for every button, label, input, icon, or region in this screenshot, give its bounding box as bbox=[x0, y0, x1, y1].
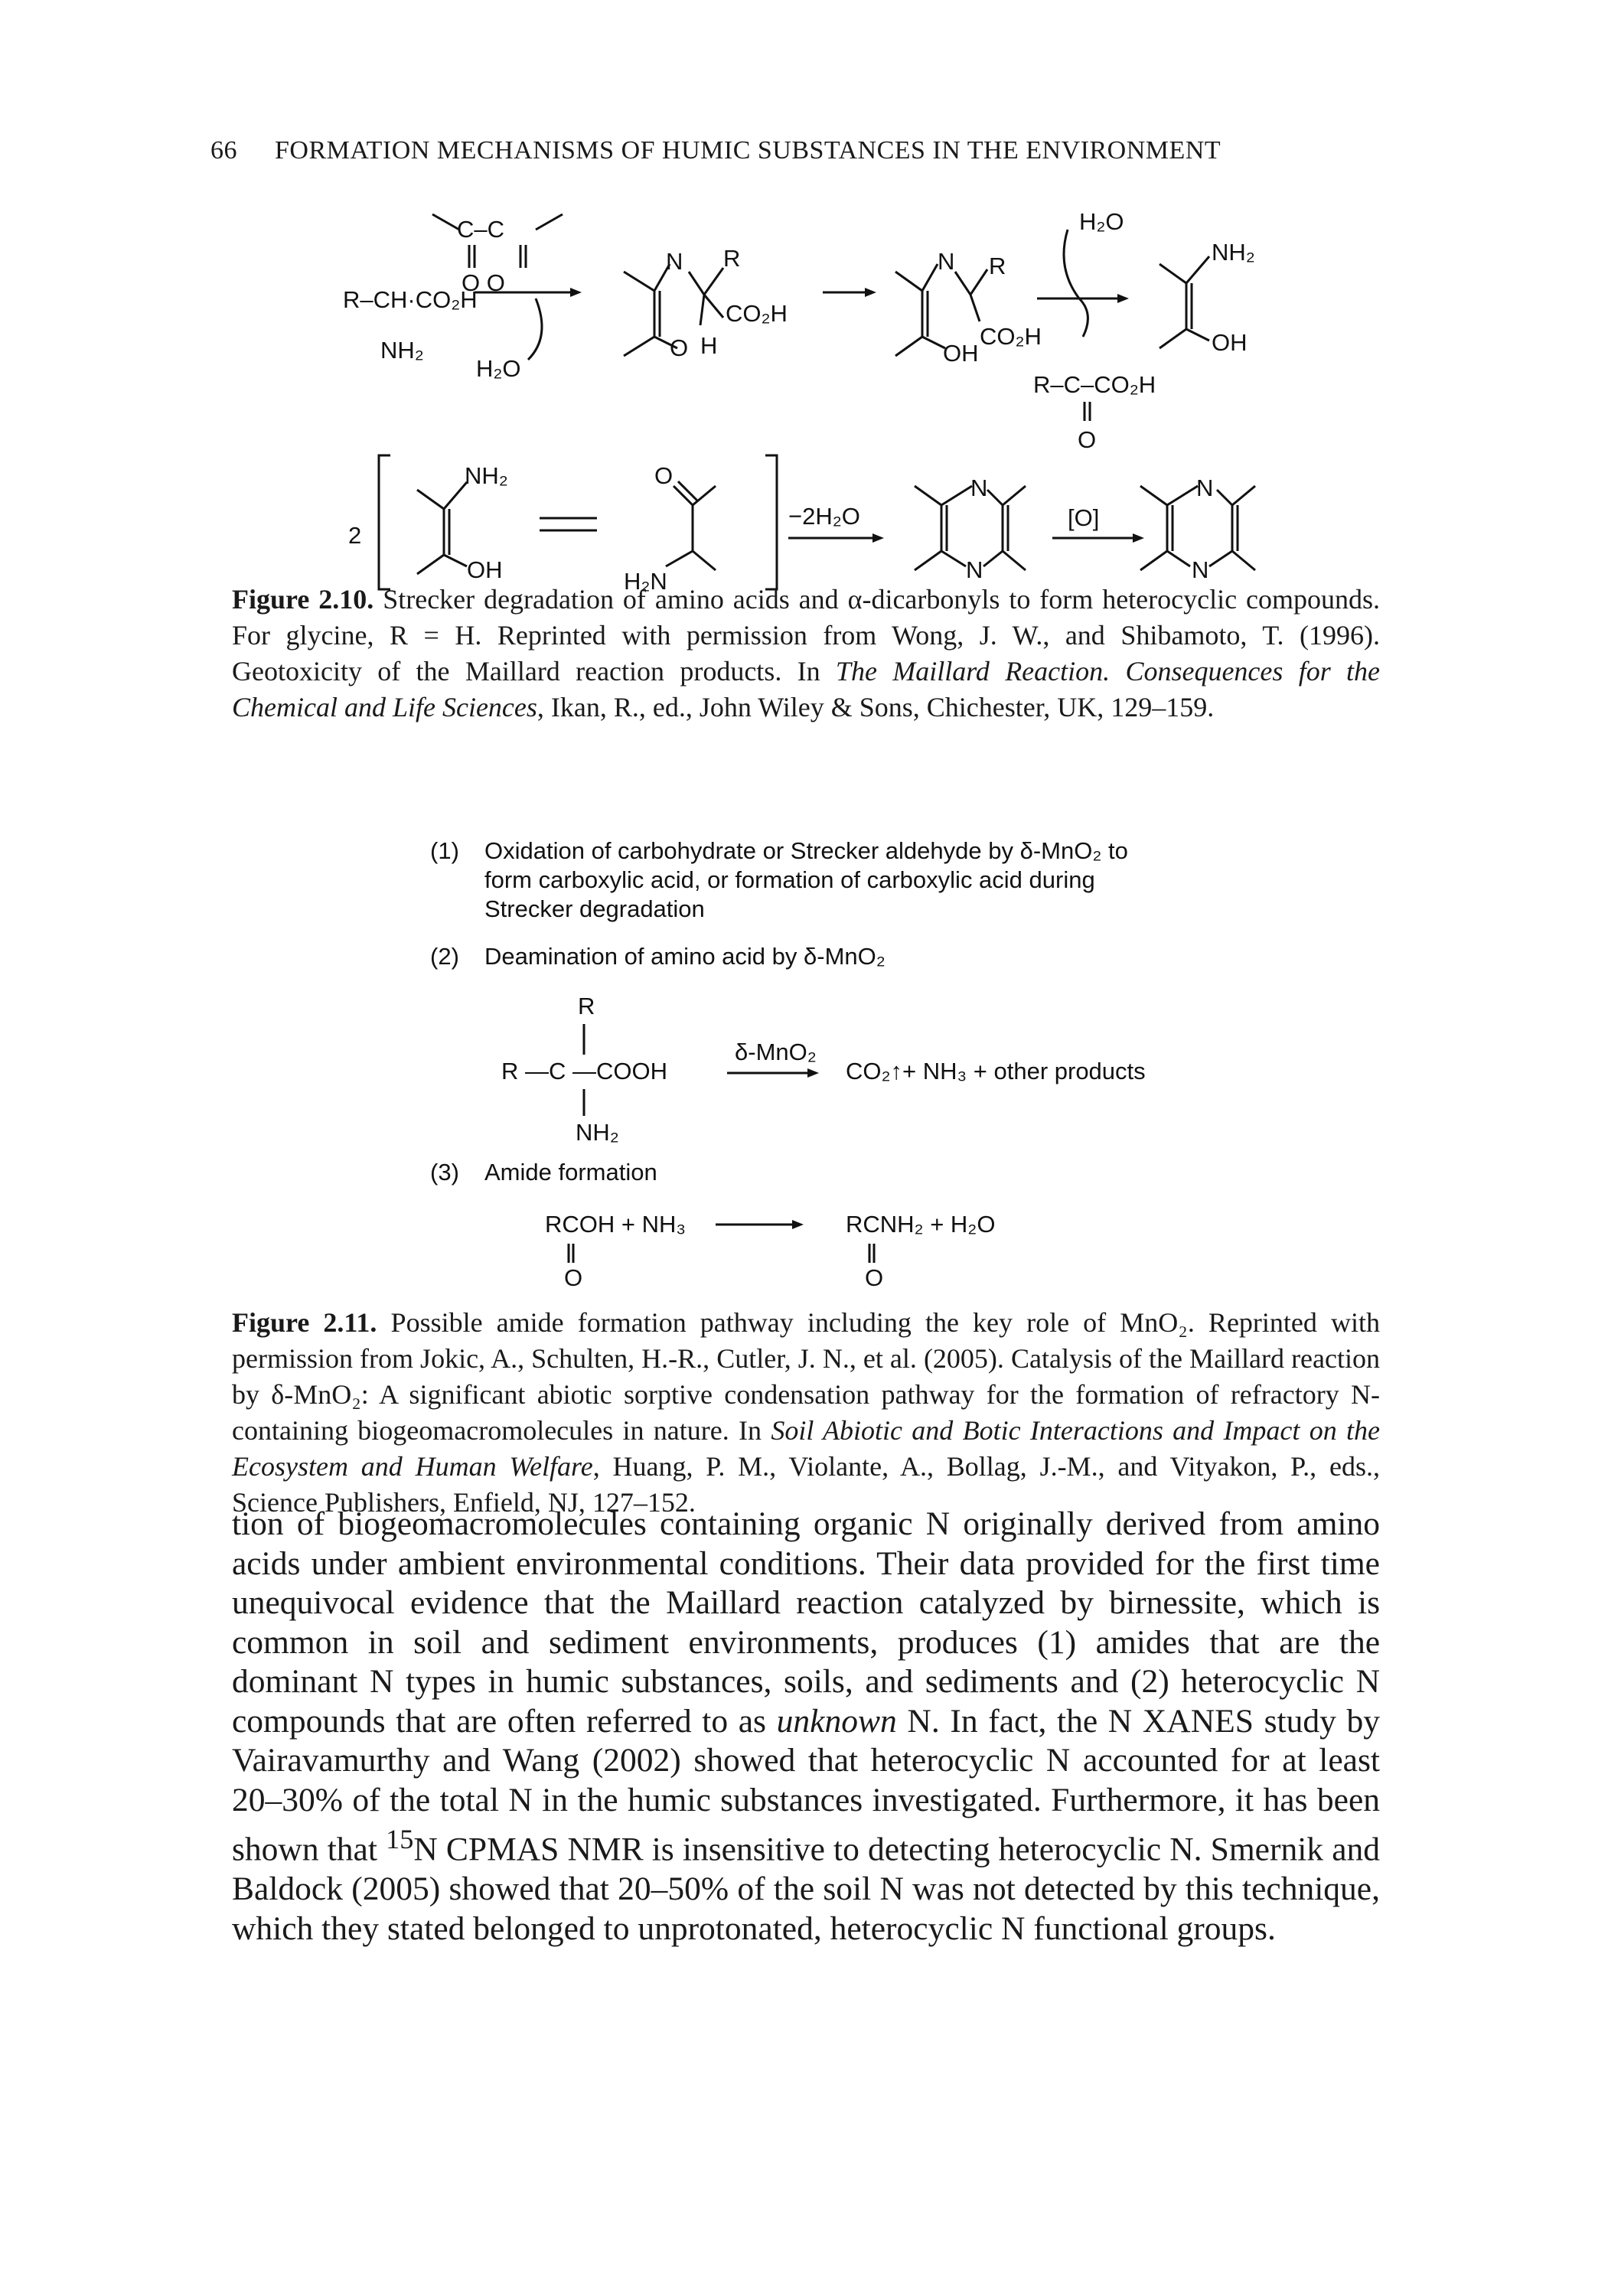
figure-2-10-scheme: C–C O O R–CH·CO₂H NH₂ H₂O N R CO₂H O H N… bbox=[343, 208, 1256, 595]
deamination-center: R —C —COOH bbox=[501, 1058, 667, 1084]
nh2-label-1: NH₂ bbox=[1212, 239, 1255, 266]
figure-2-11-label: Figure 2.11. bbox=[232, 1307, 377, 1338]
figure-2-11-scheme: (1) Oxidation of carbohydrate or Strecke… bbox=[430, 837, 1146, 1291]
running-title: FORMATION MECHANISMS OF HUMIC SUBSTANCES… bbox=[275, 136, 1221, 165]
step-3-line-1: Amide formation bbox=[484, 1159, 657, 1186]
o-label-1: O bbox=[670, 334, 688, 361]
r-label-1: R bbox=[723, 245, 740, 272]
nh2-label-2: NH₂ bbox=[465, 462, 508, 489]
body-superscript-15: 15 bbox=[386, 1824, 414, 1854]
dicarbonyl-o-label: O O bbox=[462, 269, 505, 296]
co2h-label-2: CO₂H bbox=[980, 323, 1042, 350]
deamination-r-top: R bbox=[578, 993, 595, 1019]
amide-product-o: O bbox=[865, 1264, 883, 1291]
step-1-number: (1) bbox=[430, 837, 459, 864]
dicarbonyl-c-label: C–C bbox=[457, 216, 504, 243]
n-label-3: N bbox=[970, 475, 987, 501]
body-text-3: N CPMAS NMR is insensitive to detecting … bbox=[232, 1831, 1380, 1947]
step-2-number: (2) bbox=[430, 943, 459, 970]
co2h-label-1: CO₂H bbox=[726, 300, 788, 327]
body-text-2: N. In fact, the N XANES study by Vairava… bbox=[232, 1702, 1380, 1868]
figure-2-10-caption-text-1: Strecker degradation of amino acids and … bbox=[232, 584, 1380, 687]
amino-acid-label: R–CH·CO₂H bbox=[343, 286, 478, 313]
keto-acid-label: R–C–CO₂H bbox=[1033, 371, 1156, 398]
oh-label-3: OH bbox=[467, 556, 503, 583]
amide-reactants: RCOH + NH₃ bbox=[545, 1211, 686, 1238]
deamination-reagent: δ-MnO₂ bbox=[735, 1039, 817, 1065]
step-2-line-1: Deamination of amino acid by δ-MnO₂ bbox=[484, 943, 886, 970]
r-label-2: R bbox=[989, 253, 1006, 279]
coefficient-label: 2 bbox=[348, 522, 361, 549]
h-label-1: H bbox=[700, 332, 717, 359]
n-label-1: N bbox=[666, 248, 683, 275]
h2n-label: H₂N bbox=[624, 568, 667, 595]
body-italic-unknown: unknown bbox=[776, 1702, 897, 1740]
step-3-number: (3) bbox=[430, 1159, 459, 1186]
step-1-line-1: Oxidation of carbohydrate or Strecker al… bbox=[484, 837, 1128, 864]
minus-water-label: −2H₂O bbox=[788, 503, 860, 530]
amide-reactant-o: O bbox=[564, 1264, 582, 1291]
figure-2-11-caption-text-2: , Huang, P. M., Violante, A., Bollag, J.… bbox=[232, 1451, 1380, 1518]
n-label-5: N bbox=[1196, 475, 1213, 501]
deamination-nh2: NH₂ bbox=[576, 1119, 619, 1146]
figure-2-10-label: Figure 2.10. bbox=[232, 584, 374, 615]
n-label-2: N bbox=[938, 248, 954, 275]
oh-label-2: OH bbox=[1212, 329, 1248, 356]
water-label-1: H₂O bbox=[476, 355, 521, 382]
figure-2-10-caption-italic: The Maillard Reaction. Consequences for … bbox=[232, 656, 1380, 722]
figure-2-10-caption: Figure 2.10. Strecker degradation of ami… bbox=[232, 582, 1380, 726]
body-text-1: tion of biogeomacromolecules containing … bbox=[232, 1505, 1380, 1740]
oxidation-label: [O] bbox=[1068, 504, 1099, 531]
running-head: 66 FORMATION MECHANISMS OF HUMIC SUBSTAN… bbox=[210, 136, 1221, 165]
step-1-line-2: form carboxylic acid, or formation of ca… bbox=[484, 866, 1095, 893]
figure-2-11-caption-text-1: Possible amide formation pathway includi… bbox=[232, 1307, 1380, 1446]
amide-products: RCNH₂ + H₂O bbox=[846, 1211, 995, 1238]
water-label-2: H₂O bbox=[1079, 208, 1124, 235]
o-label-3: O bbox=[654, 462, 673, 489]
step-1-line-3: Strecker degradation bbox=[484, 895, 705, 922]
figure-2-10-caption-text-2: , Ikan, R., ed., John Wiley & Sons, Chic… bbox=[537, 692, 1215, 722]
oh-label-1: OH bbox=[943, 340, 979, 367]
amino-acid-nh2-label: NH₂ bbox=[380, 337, 424, 364]
deamination-products: CO₂↑+ NH₃ + other products bbox=[846, 1058, 1146, 1084]
figure-2-11-caption: Figure 2.11. Possible amide formation pa… bbox=[232, 1305, 1380, 1521]
figure-2-11-caption-italic: Soil Abiotic and Botic Interactions and … bbox=[232, 1415, 1381, 1482]
page-number: 66 bbox=[210, 136, 237, 165]
body-paragraph: tion of biogeomacromolecules containing … bbox=[232, 1505, 1380, 1949]
o-label-2: O bbox=[1078, 426, 1096, 453]
n-label-4: N bbox=[966, 556, 983, 583]
n-label-6: N bbox=[1192, 556, 1208, 583]
